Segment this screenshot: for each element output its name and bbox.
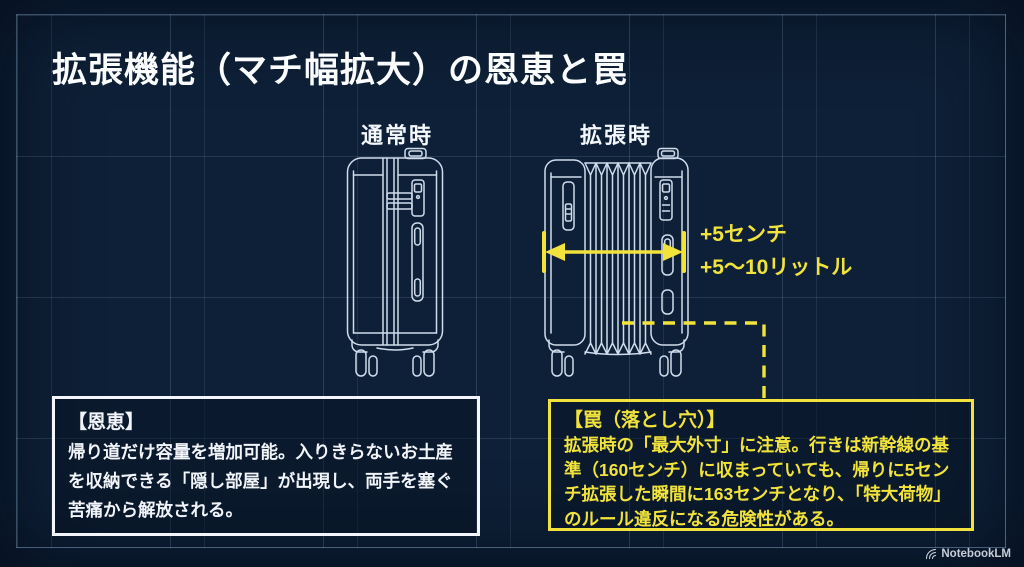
benefit-heading: 【恩恵】 (68, 412, 145, 433)
dashed-connector-line (622, 321, 766, 404)
trap-heading: 【罠（落とし穴）】 (564, 410, 726, 431)
label-expanded-state: 拡張時 (579, 123, 652, 148)
benefit-box: 【恩恵】 帰り道だけ容量を増加可能。入りきらないお土産を収納できる「隠し部屋」が… (52, 396, 480, 536)
watermark: NotebookLM (925, 548, 1011, 560)
blueprint-grid (16, 14, 1006, 548)
page-title: 拡張機能（マチ幅拡大）の恩恵と罠 (52, 51, 629, 90)
trap-body: 拡張時の「最大外寸」に注意。行きは新幹線の基準（160センチ）に収まっていても、… (564, 435, 951, 529)
measurement-annotation: +5センチ +5〜10リットル (700, 218, 852, 284)
trap-box: 【罠（落とし穴）】 拡張時の「最大外寸」に注意。行きは新幹線の基準（160センチ… (548, 399, 974, 531)
normal-suitcase-illustration (346, 147, 444, 377)
notebooklm-logo-icon (926, 548, 937, 560)
label-normal-state: 通常時 (360, 123, 433, 148)
measurement-line2: +5〜10リットル (700, 256, 853, 279)
width-measure-arrow-icon (542, 231, 686, 273)
measurement-line1: +5センチ (700, 223, 787, 246)
watermark-label: NotebookLM (941, 548, 1011, 560)
benefit-body: 帰り道だけ容量を増加可能。入りきらないお土産を収納できる「隠し部屋」が出現し、両… (68, 442, 453, 520)
